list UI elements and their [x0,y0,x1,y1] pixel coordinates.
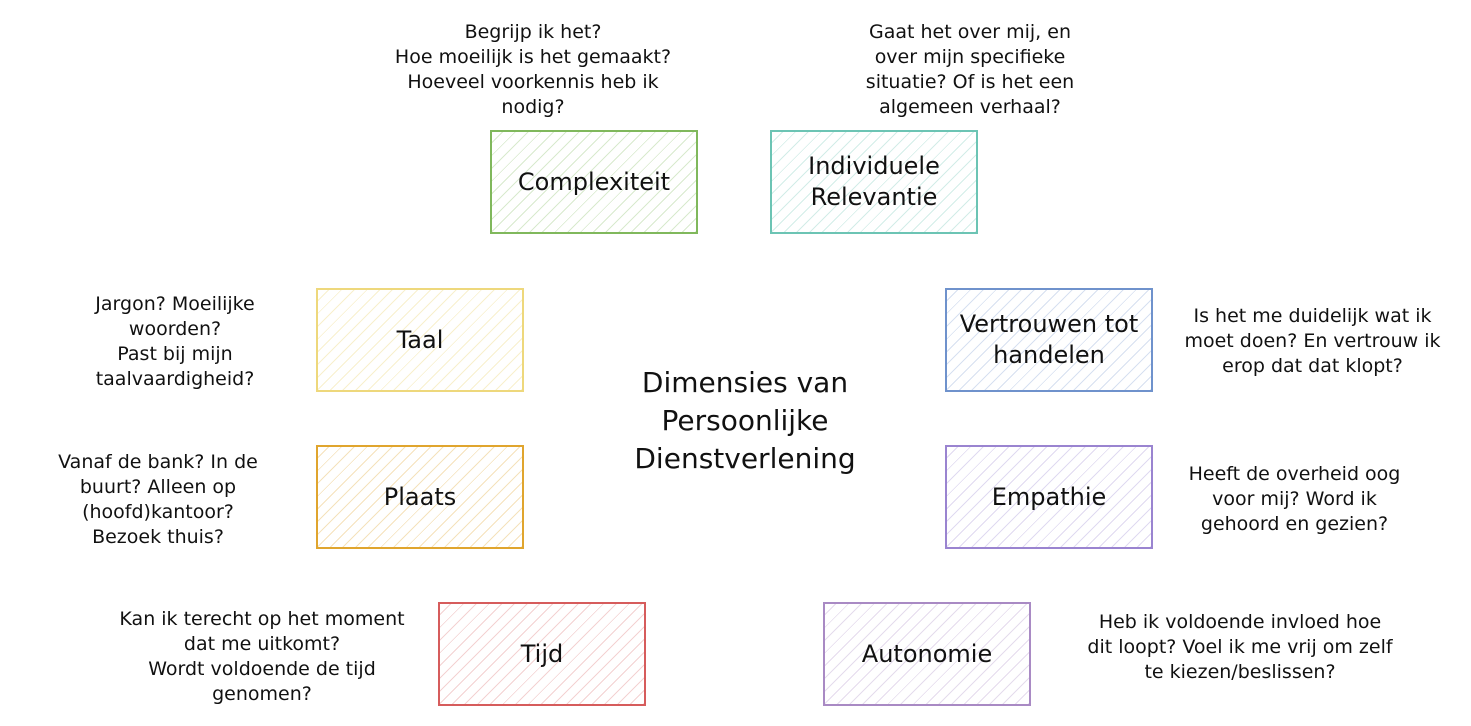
question-line: Gaat het over mij, en [868,21,1071,43]
question-line: dit loopt? Voel ik me vrij om zelf [1087,636,1393,658]
question-line: woorden? [128,318,222,340]
label-line: Taal [396,325,444,354]
question-line: Heb ik voldoende invloed hoe [1098,611,1382,633]
question-line: Vanaf de bank? In de [58,451,258,473]
dimension-box-empathie: Empathie [945,445,1153,549]
question-line: Kan ik terecht op het moment [119,608,405,630]
dimension-box-complexiteit: Complexiteit [490,130,698,234]
dimension-label: Vertrouwen tot handelen [954,309,1145,371]
question-line: Heeft de overheid oog [1188,463,1401,485]
autonomie-questions: Heb ik voldoende invloed hoe dit loopt? … [1070,610,1410,685]
dimension-label: Taal [391,325,450,356]
label-line: Autonomie [861,639,993,668]
question-line: Hoeveel voorkennis heb ik [407,71,659,93]
question-line: nodig? [501,96,565,118]
complexiteit-questions: Begrijp ik het? Hoe moeilijk is het gema… [392,20,674,120]
dimension-label: Complexiteit [512,167,676,198]
question-line: Wordt voldoende de tijd [148,658,376,680]
dimension-label: Tijd [515,639,570,670]
dimension-label: Empathie [986,482,1113,513]
question-line: Hoe moeilijk is het gemaakt? [394,46,672,68]
question-line: Past bij mijn [117,343,233,365]
label-line: Relevantie [810,183,938,211]
question-line: dat me uitkomt? [183,633,341,655]
vertrouwen-tot-handelen-questions: Is het me duidelijk wat ik moet doen? En… [1170,304,1455,379]
dimension-box-taal: Taal [316,288,524,392]
label-line: Complexiteit [517,167,671,196]
dimension-label: Autonomie [856,639,998,670]
diagram-title: Dimensies van Persoonlijke Dienstverleni… [600,364,890,478]
individuele-relevantie-questions: Gaat het over mij, en over mijn specifie… [854,20,1086,120]
question-line: erop dat dat klopt? [1222,355,1403,377]
question-line: genomen? [212,683,312,705]
question-line: algemeen verhaal? [879,96,1061,118]
taal-questions: Jargon? Moeilijke woorden? Past bij mijn… [80,292,270,392]
plaats-questions: Vanaf de bank? In de buurt? Alleen op (h… [46,450,270,550]
dimension-box-autonomie: Autonomie [823,602,1031,706]
empathie-questions: Heeft de overheid oog voor mij? Word ik … [1172,462,1417,537]
title-line: Dimensies van [641,366,849,399]
question-line: te kiezen/beslissen? [1144,661,1336,683]
label-line: Individuele [808,152,940,180]
label-line: handelen [993,341,1105,369]
question-line: buurt? Alleen op [79,476,237,498]
title-line: Dienstverlening [634,442,856,475]
dimension-box-plaats: Plaats [316,445,524,549]
question-line: Jargon? Moeilijke [95,293,255,315]
label-line: Empathie [991,482,1107,511]
label-line: Tijd [520,639,564,668]
question-line: Bezoek thuis? [92,526,224,548]
question-line: taalvaardigheid? [95,368,255,390]
question-line: over mijn specifieke [874,46,1066,68]
dimension-box-vertrouwen-tot-handelen: Vertrouwen tot handelen [945,288,1153,392]
question-line: Begrijp ik het? [464,21,602,43]
question-line: gehoord en gezien? [1200,513,1389,535]
tijd-questions: Kan ik terecht op het moment dat me uitk… [106,607,418,707]
dimension-box-tijd: Tijd [438,602,646,706]
dimension-label: Individuele Relevantie [802,151,946,213]
question-line: voor mij? Word ik [1212,488,1377,510]
label-line: Vertrouwen tot [959,310,1139,338]
title-line: Persoonlijke [661,404,829,437]
question-line: Is het me duidelijk wat ik [1193,305,1432,327]
question-line: situatie? Of is het een [865,71,1075,93]
question-line: (hoofd)kantoor? [82,501,234,523]
question-line: moet doen? En vertrouw ik [1184,330,1441,352]
label-line: Plaats [383,482,457,511]
dimension-box-individuele-relevantie: Individuele Relevantie [770,130,978,234]
dimension-label: Plaats [378,482,462,513]
